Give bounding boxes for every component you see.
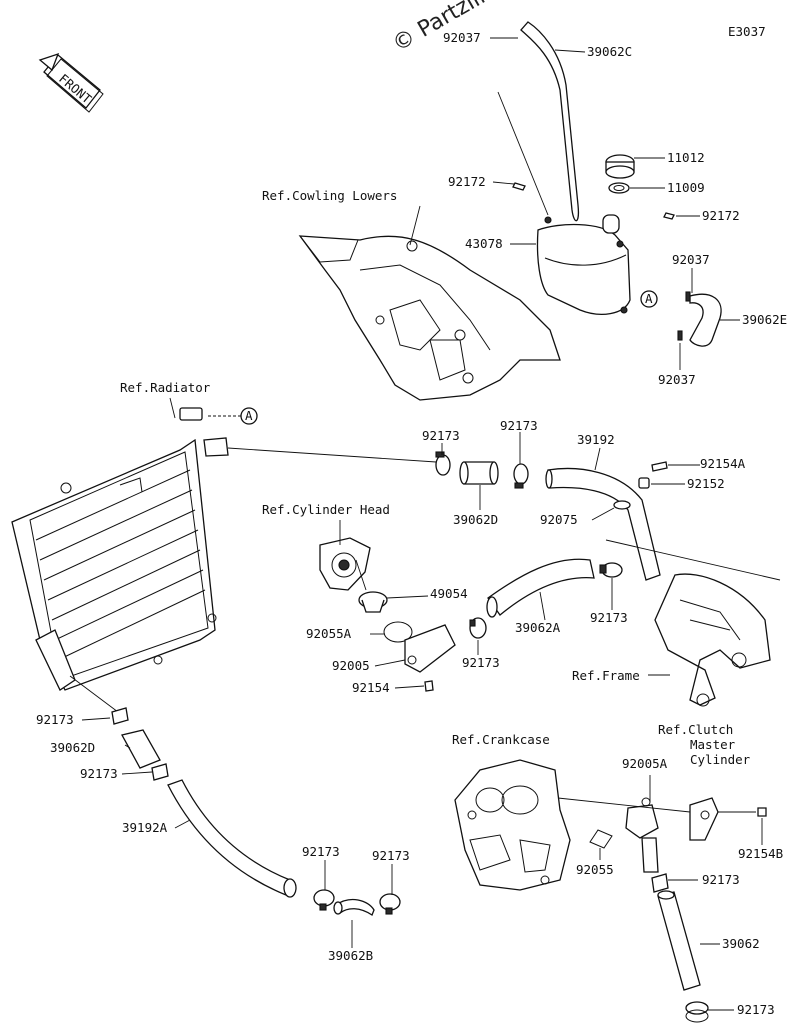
part-label-39062b: 39062B (328, 948, 373, 963)
hose-39192 (545, 467, 661, 581)
clutch-master-cylinder-ref (689, 797, 719, 841)
clamp-92173-j (685, 1001, 709, 1023)
front-arrow-icon (38, 52, 104, 113)
cowling-lowers-ref (298, 235, 561, 401)
clamp-92173-f (151, 763, 169, 781)
circle-a-upper-label: A (645, 291, 653, 306)
bolt-92172-left (512, 182, 526, 191)
part-label-92055: 92055 (576, 862, 614, 877)
part-label-39062e: 39062E (742, 312, 787, 327)
clamp-92173-h (379, 893, 401, 915)
ref-clutch-line1: Ref.Clutch (658, 722, 733, 737)
part-label-39062d-low: 39062D (50, 740, 95, 755)
part-label-39062: 39062 (722, 936, 760, 951)
part-label-92005a: 92005A (622, 756, 668, 771)
part-label-92154b: 92154B (738, 846, 783, 861)
bolt-92154a (651, 461, 668, 472)
ref-clutch-line3: Cylinder (690, 752, 751, 767)
part-label-39062c: 39062C (587, 44, 632, 59)
circle-a-lower-label: A (245, 408, 253, 423)
water-pipe-92005a (625, 797, 659, 873)
part-label-39192a: 39192A (122, 820, 168, 835)
ref-frame: Ref.Frame (572, 668, 640, 683)
part-label-92172-right: 92172 (702, 208, 740, 223)
bolt-92154b (757, 807, 767, 817)
part-label-49054: 49054 (430, 586, 468, 601)
bolt-92154 (424, 680, 434, 692)
part-label-92173-j: 92173 (737, 1002, 775, 1017)
part-label-92037-mid: 92037 (672, 252, 710, 267)
hose-39062d-lower (121, 729, 161, 769)
part-label-92173-f: 92173 (80, 766, 118, 781)
part-label-11012: 11012 (667, 150, 705, 165)
clamp-92173-a (435, 451, 451, 476)
part-label-92037-top: 92037 (443, 30, 481, 45)
part-label-92173-a: 92173 (422, 428, 460, 443)
part-label-92037-low: 92037 (658, 372, 696, 387)
leader-lines (81, 37, 763, 1011)
part-label-92172-left: 92172 (448, 174, 486, 189)
part-label-43078: 43078 (465, 236, 503, 251)
part-label-92173-e: 92173 (36, 712, 74, 727)
bleeder-92152 (638, 477, 650, 489)
part-label-39192: 39192 (577, 432, 615, 447)
ref-crankcase: Ref.Crankcase (452, 732, 550, 747)
part-label-92173-d: 92173 (462, 655, 500, 670)
part-label-39062d-mid: 39062D (453, 512, 498, 527)
ref-clutch-line2: Master (690, 737, 736, 752)
o-ring-92055a (383, 621, 413, 643)
part-label-92055a: 92055A (306, 626, 352, 641)
part-label-92173-i: 92173 (702, 872, 740, 887)
cylinder-head-ref (319, 537, 371, 591)
part-label-92005: 92005 (332, 658, 370, 673)
part-label-92173-h: 92173 (372, 848, 410, 863)
ref-cowling-lowers: Ref.Cowling Lowers (262, 188, 397, 203)
watermark: © Partzilla (389, 0, 502, 57)
crankcase-ref (454, 759, 571, 891)
coolant-reservoir-tank (536, 214, 631, 315)
hose-39062d-upper (459, 461, 499, 485)
clamp-92173-i (651, 873, 669, 893)
washer-92075 (613, 500, 631, 510)
part-label-92154a: 92154A (700, 456, 746, 471)
frame-ref (654, 573, 771, 707)
radiator-ref (11, 407, 229, 691)
ref-cylinder-head: Ref.Cylinder Head (262, 502, 390, 517)
clamp-92173-g (313, 889, 335, 911)
part-label-92154: 92154 (352, 680, 390, 695)
part-label-92173-g: 92173 (302, 844, 340, 859)
reservoir-cap (605, 154, 635, 179)
hose-39062e (677, 291, 722, 347)
ref-radiator: Ref.Radiator (120, 380, 211, 395)
hose-39192a (167, 779, 297, 898)
reservoir-cap-gasket (608, 182, 630, 194)
diagram-code: E3037 (728, 24, 766, 39)
gasket-92055 (589, 829, 613, 849)
part-label-11009: 11009 (667, 180, 705, 195)
part-label-92173-c: 92173 (590, 610, 628, 625)
clamp-92173-e (111, 707, 129, 725)
clamp-92173-b (513, 463, 529, 489)
part-label-92075: 92075 (540, 512, 578, 527)
reservoir-overflow-hose (497, 21, 580, 222)
part-label-92152: 92152 (687, 476, 725, 491)
hose-39062b (333, 898, 375, 916)
bolt-92172-right (663, 212, 675, 220)
thermostat-49054 (358, 591, 388, 613)
circle-a-upper (640, 290, 658, 308)
hose-39062a (486, 558, 595, 618)
clamp-92173-c (599, 562, 623, 578)
part-label-92173-b: 92173 (500, 418, 538, 433)
clamp-92173-d (469, 617, 487, 639)
part-label-39062a: 39062A (515, 620, 561, 635)
hose-39062 (657, 890, 701, 991)
